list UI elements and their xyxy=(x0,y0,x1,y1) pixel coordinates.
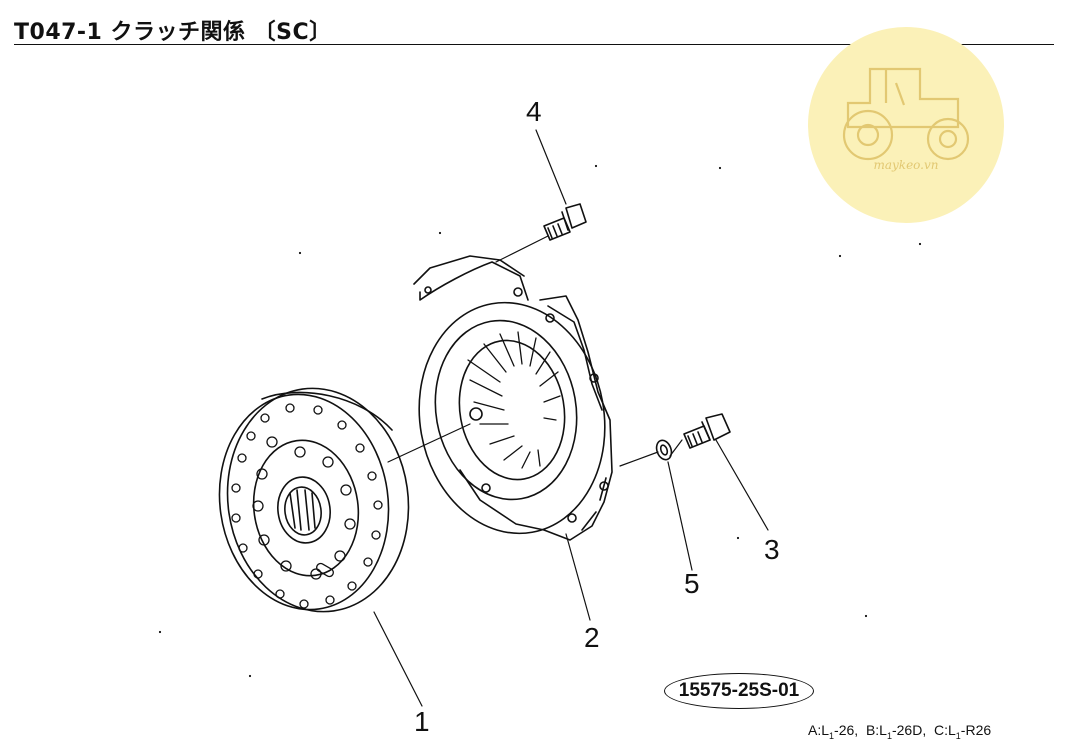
clutch-disc xyxy=(218,387,410,613)
model-b-prefix: B:L xyxy=(865,722,887,738)
watermark-text: maykeo.vn xyxy=(873,158,938,172)
callout-1: 1 xyxy=(414,706,430,737)
pressure-plate xyxy=(413,255,613,541)
bolt-upper xyxy=(543,203,587,241)
model-c-suffix: -R26 xyxy=(960,722,992,738)
model-b-sub: 1 xyxy=(886,730,892,741)
title-underline xyxy=(14,44,1054,45)
callout-3: 3 xyxy=(764,534,780,565)
model-c-sub: 1 xyxy=(955,730,961,741)
diagram-code-badge: 15575-25S-01 xyxy=(664,673,814,709)
spring-washer xyxy=(655,439,673,461)
callout-2: 2 xyxy=(584,622,600,653)
model-a-prefix: A:L xyxy=(808,722,830,738)
model-c-prefix: C:L xyxy=(933,722,956,738)
page-title: T047-1 クラッチ関係 〔SC〕 xyxy=(14,20,332,45)
watermark-logo: maykeo.vn xyxy=(808,27,1004,223)
model-a-suffix: -26, xyxy=(834,722,859,738)
drawing-specks xyxy=(158,164,922,678)
model-a-sub: 1 xyxy=(829,730,835,741)
callout-4: 4 xyxy=(526,96,542,127)
bolt-side xyxy=(683,413,731,449)
model-note: A:L1-26, B:L1-26D, C:L1-R26 xyxy=(808,722,991,741)
model-b-suffix: -26D, xyxy=(891,722,927,738)
callout-5: 5 xyxy=(684,568,700,599)
tractor-icon: maykeo.vn xyxy=(842,67,970,172)
leader-lines xyxy=(373,129,769,707)
